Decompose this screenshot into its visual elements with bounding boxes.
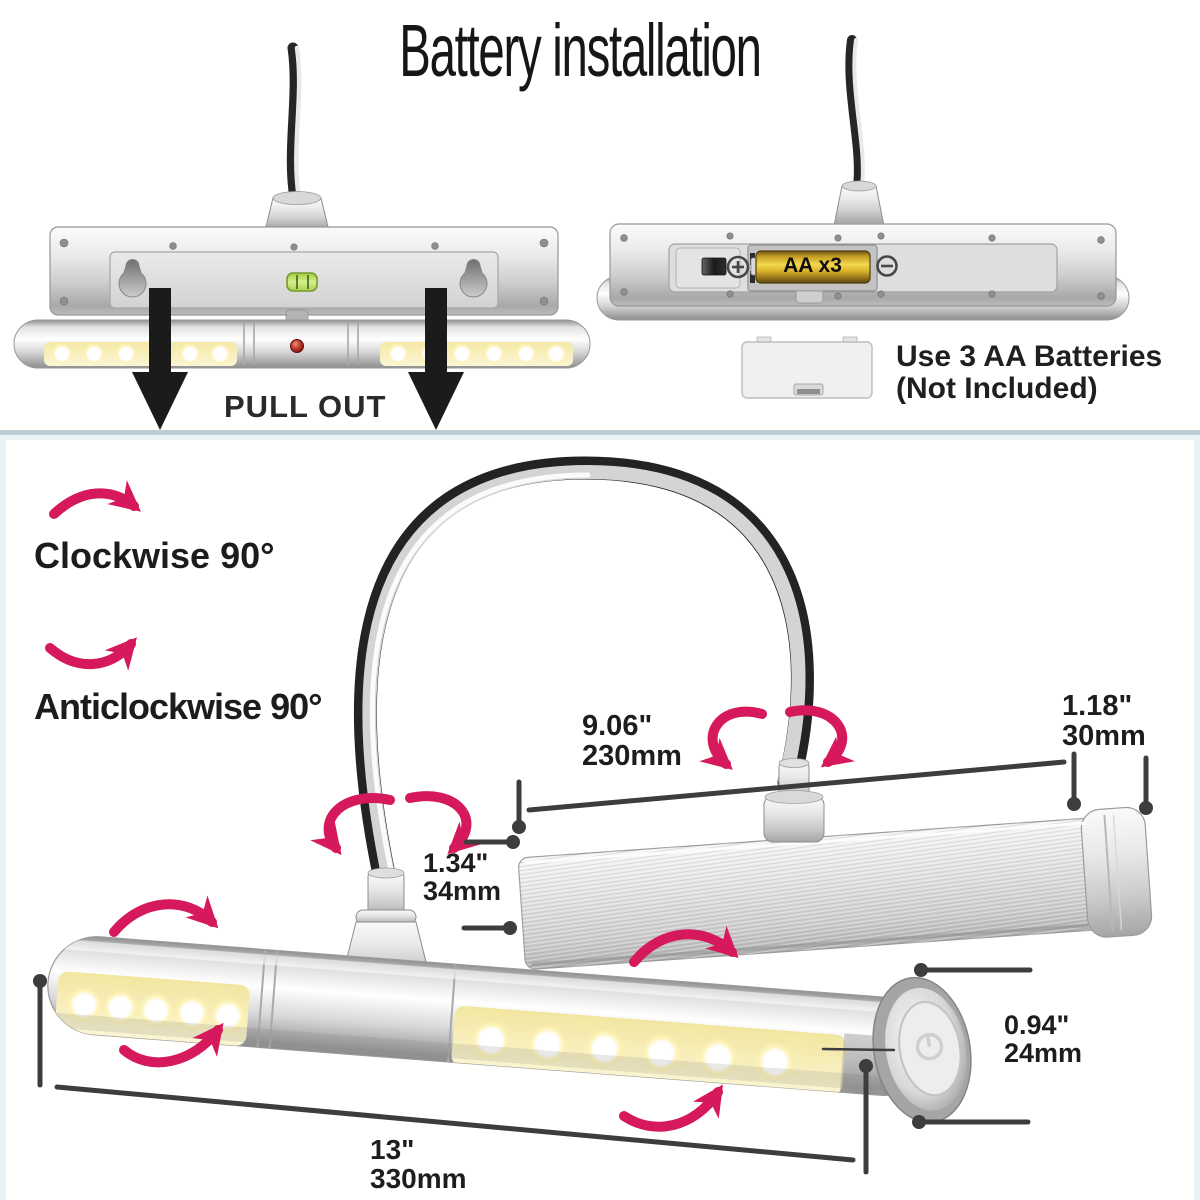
dim-head-depth-label: 1.18" 30mm: [1062, 690, 1146, 752]
dim-head-height-inches: 1.34": [423, 848, 489, 878]
battery-housing: [609, 223, 1117, 307]
battery-note: Use 3 AA Batteries (Not Included): [896, 340, 1163, 406]
clockwise-label: Clockwise 90°: [34, 535, 275, 576]
dim-tube-length-metric: 330mm: [370, 1162, 467, 1194]
wall-bracket: [49, 226, 559, 316]
dim-head-depth-lines: [1067, 751, 1153, 815]
dim-tube-diameter-inches: 0.94": [1004, 1010, 1070, 1040]
arm-collar-right: [833, 180, 885, 227]
page-title: Battery installation: [399, 9, 762, 92]
pull-out-arrow-left-icon: [132, 288, 188, 430]
head-end-cap: [1080, 806, 1153, 938]
tube-rotate-right-top-icon: [629, 925, 739, 967]
dim-arm-width-label: 9.06" 230mm: [582, 710, 682, 772]
dim-tube-diameter-label: 0.94" 24mm: [1004, 1010, 1083, 1068]
light-tube: [47, 936, 935, 1099]
swivel-rotate-right-icon: [405, 791, 481, 855]
dim-tube-length-label: 13" 330mm: [370, 1134, 467, 1194]
battery-installation-diagram: [13, 35, 1130, 430]
dimension-lines: [33, 751, 1153, 1175]
battery-note-line2: (Not Included): [896, 372, 1098, 406]
battery-note-line1: Use 3 AA Batteries: [896, 340, 1163, 373]
dim-tube-length-inches: 13": [370, 1134, 415, 1165]
dim-head-height-metric: 34mm: [423, 875, 502, 906]
dim-arm-width-metric: 230mm: [582, 739, 682, 772]
tube-led-bulbs: [66, 986, 796, 1083]
dim-tube-length-lines: [33, 974, 873, 1175]
rotation-arrows: [45, 480, 855, 1132]
housing-screws: [620, 232, 1105, 300]
arm-collar-left: [264, 191, 330, 232]
gooseneck-arm: [353, 456, 814, 896]
dim-arm-width-line: [512, 759, 1067, 834]
dimensions-diagram: [0, 430, 1200, 1200]
anticlockwise-label: Anticlockwise 90°: [34, 686, 323, 727]
dim-tube-diameter-metric: 24mm: [1004, 1037, 1083, 1068]
dim-tube-diameter-lines: [821, 963, 1033, 1129]
bubble-level-icon: [286, 272, 318, 292]
lamp-back-view: [13, 42, 591, 430]
pull-out-arrow-right-icon: [408, 288, 464, 430]
battery-aa: [750, 250, 871, 284]
battery-cell-label: AA x3: [783, 254, 842, 277]
minus-terminal-icon: [876, 255, 898, 277]
anticlockwise-arrow-icon: [45, 637, 137, 671]
tube-end-cap: [872, 976, 972, 1124]
power-icon: [915, 1032, 944, 1061]
sensor-dot: [290, 339, 304, 353]
dim-head-depth-metric: 30mm: [1062, 719, 1146, 752]
light-tube-back: [13, 309, 591, 369]
tube-rotate-left-bottom-icon: [119, 1022, 224, 1068]
swivel-rotate-left-icon: [310, 793, 395, 856]
dim-head-height-lines: [461, 835, 520, 935]
battery-cover: [741, 336, 873, 399]
power-button: [898, 1001, 962, 1097]
keyhole-slot-left-icon: [118, 259, 147, 298]
pull-out-label: PULL OUT: [224, 389, 387, 424]
tube-rotate-right-bottom-icon: [619, 1084, 724, 1132]
clockwise-arrow-icon: [49, 480, 142, 519]
keyhole-slot-right-icon: [459, 259, 488, 298]
gooseneck-stub-right: [845, 35, 865, 191]
power-switch: [701, 257, 727, 276]
gooseneck-stub-left: [286, 42, 302, 204]
bay-latch: [795, 290, 824, 304]
plus-terminal-icon: [726, 255, 750, 279]
dim-arm-width-inches: 9.06": [582, 710, 653, 742]
arm-rotate-left-icon: [699, 706, 767, 770]
dim-head-height-label: 1.34" 34mm: [423, 848, 502, 906]
head-mount-collar: [763, 758, 825, 843]
tube-rotate-left-top-icon: [109, 895, 219, 937]
arm-rotate-right-icon: [785, 705, 855, 768]
lamp-head: [518, 806, 1153, 970]
bracket-screws: [59, 238, 549, 306]
dim-head-depth-inches: 1.18": [1062, 690, 1133, 722]
section-divider: [0, 430, 1200, 1200]
lamp-battery-view: [596, 35, 1130, 399]
